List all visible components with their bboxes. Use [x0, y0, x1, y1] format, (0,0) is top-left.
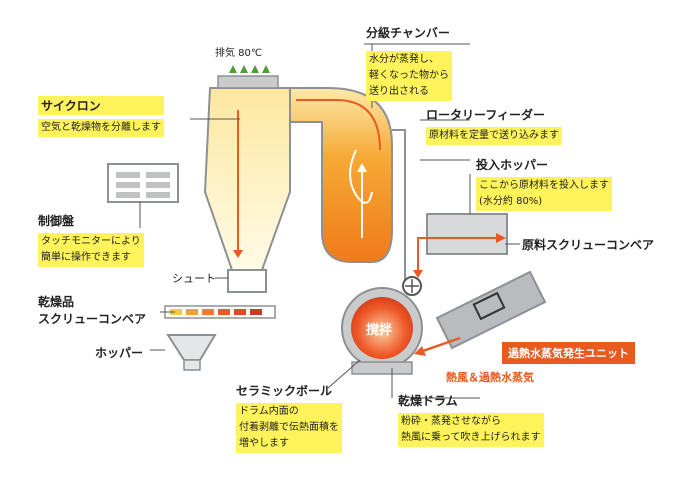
classifier-chamber [289, 87, 393, 263]
rotary-feeder-desc: 原材料を定量で送り込みます [426, 127, 562, 145]
ceramic-ball-label: セラミックボール ドラム内面の 付着剥離で伝熱面積を 増やします [236, 382, 342, 453]
drum-desc: 粉砕・蒸発させながら 熱風に乗って吹き上げられます [398, 413, 544, 447]
chute-label: シュート [172, 272, 216, 285]
classifier-label: 分級チャンバー 水分が蒸発し、 軽くなった物から 送り出される [366, 24, 452, 101]
rotary-feeder [392, 129, 422, 296]
classifier-desc: 水分が蒸発し、 軽くなった物から 送り出される [366, 51, 452, 101]
control-panel [107, 163, 179, 228]
classifier-title: 分級チャンバー [366, 26, 450, 40]
material-conveyor [413, 213, 508, 278]
input-hopper-title: 投入ホッパー [476, 158, 549, 172]
drying-drum [341, 287, 423, 375]
cyclone-desc: 空気と乾燥物を分離します [38, 119, 164, 137]
drum-title: 乾燥ドラム [398, 394, 458, 408]
output-hopper [166, 334, 217, 371]
steam-unit [414, 270, 547, 356]
cyclone-title: サイクロン [38, 96, 164, 115]
drum-label: 乾燥ドラム 粉砕・蒸発させながら 熱風に乗って吹き上げられます [398, 392, 544, 447]
hot-air-label: 熱風＆過熱水蒸気 [446, 371, 534, 384]
exhaust-arrows [229, 65, 270, 73]
input-hopper-label: 投入ホッパー ここから原材料を投入します (水分約 80%) [476, 156, 612, 211]
material-conveyor-label: 原料スクリューコンベア [522, 238, 655, 252]
cyclone [203, 75, 291, 293]
product-conveyor-label: 乾燥品 スクリューコンベア [38, 295, 147, 326]
ceramic-ball-desc: ドラム内面の 付着剥離で伝熱面積を 増やします [236, 403, 342, 453]
exhaust-label: 排気 80℃ [215, 48, 263, 59]
steam-unit-label: 過熱水蒸気発生ユニット [502, 342, 635, 364]
stir-label: 撹拌 [366, 323, 393, 338]
control-panel-label: 制御盤 タッチモニターにより 簡単に操作できます [38, 212, 144, 267]
rotary-feeder-title: ロータリーフィーダー [426, 108, 546, 122]
cyclone-label: サイクロン 空気と乾燥物を分離します [38, 96, 164, 137]
output-hopper-label: ホッパー [95, 346, 144, 360]
ceramic-ball-title: セラミックボール [236, 384, 333, 398]
rotary-feeder-label: ロータリーフィーダー 原材料を定量で送り込みます [426, 106, 562, 145]
control-panel-desc: タッチモニターにより 簡単に操作できます [38, 233, 144, 267]
input-hopper-desc: ここから原材料を投入します (水分約 80%) [476, 177, 612, 211]
control-panel-title: 制御盤 [38, 214, 75, 228]
product-conveyor [164, 305, 276, 319]
